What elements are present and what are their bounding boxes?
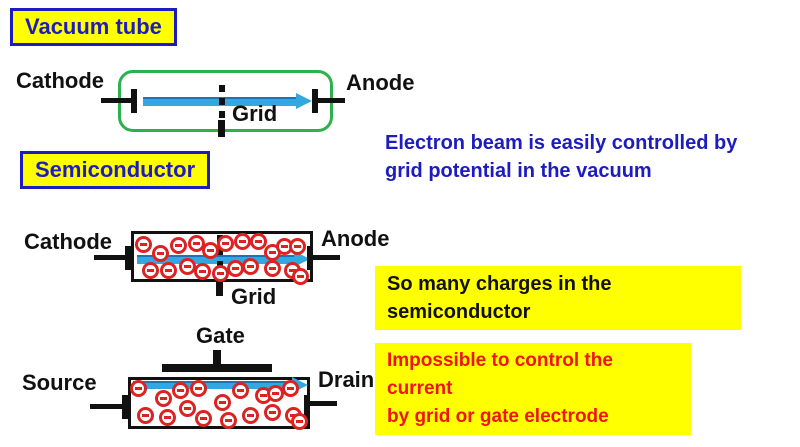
gate-label: Gate bbox=[196, 323, 245, 348]
vacuum-note-text: Electron beam is easily controlled by gr… bbox=[385, 132, 738, 182]
vacuum-anode-plate bbox=[312, 89, 318, 113]
gate-electrode-bar bbox=[162, 364, 272, 372]
vacuum-cathode-plate bbox=[131, 89, 137, 113]
vacuum-grid-dashed-line bbox=[219, 85, 225, 119]
channel-current-arrowhead bbox=[292, 377, 308, 393]
semi-cathode-lead bbox=[94, 255, 130, 260]
charges-note-box: So many charges in the semiconductor bbox=[375, 266, 741, 330]
semi-grid-label: Grid bbox=[231, 284, 277, 309]
vacuum-grid-label: Grid bbox=[232, 101, 278, 126]
impossible-note-box: Impossible to control the current by gri… bbox=[375, 343, 691, 435]
drain-lead bbox=[310, 401, 337, 406]
vacuum-anode-label: Anode bbox=[346, 70, 415, 95]
vacuum-anode-lead bbox=[317, 98, 345, 103]
drain-plate bbox=[304, 395, 310, 419]
semi-cathode-label: Cathode bbox=[24, 229, 112, 254]
semi-anode-lead bbox=[313, 255, 340, 260]
source-lead bbox=[90, 404, 126, 409]
drain-label: Drain bbox=[318, 367, 375, 392]
semi-grid-stub bbox=[216, 281, 223, 296]
semi-anode-plate bbox=[307, 246, 313, 270]
electron-beam-arrowhead bbox=[296, 93, 312, 109]
source-label: Source bbox=[22, 370, 97, 395]
vacuum-cathode-lead bbox=[101, 98, 135, 103]
semi-grid-dashed-line bbox=[217, 235, 223, 277]
vacuum-tube-badge: Vacuum tube bbox=[10, 8, 177, 47]
channel-current-arrow bbox=[133, 381, 292, 389]
semi-anode-label: Anode bbox=[321, 226, 390, 251]
vacuum-cathode-label: Cathode bbox=[16, 68, 104, 93]
semi-current-arrow bbox=[137, 255, 294, 264]
source-plate bbox=[122, 395, 128, 419]
gate-stem bbox=[213, 350, 221, 365]
semi-cathode-plate bbox=[125, 246, 131, 270]
vacuum-grid-stub bbox=[218, 120, 225, 137]
semiconductor-badge: Semiconductor bbox=[20, 151, 211, 190]
